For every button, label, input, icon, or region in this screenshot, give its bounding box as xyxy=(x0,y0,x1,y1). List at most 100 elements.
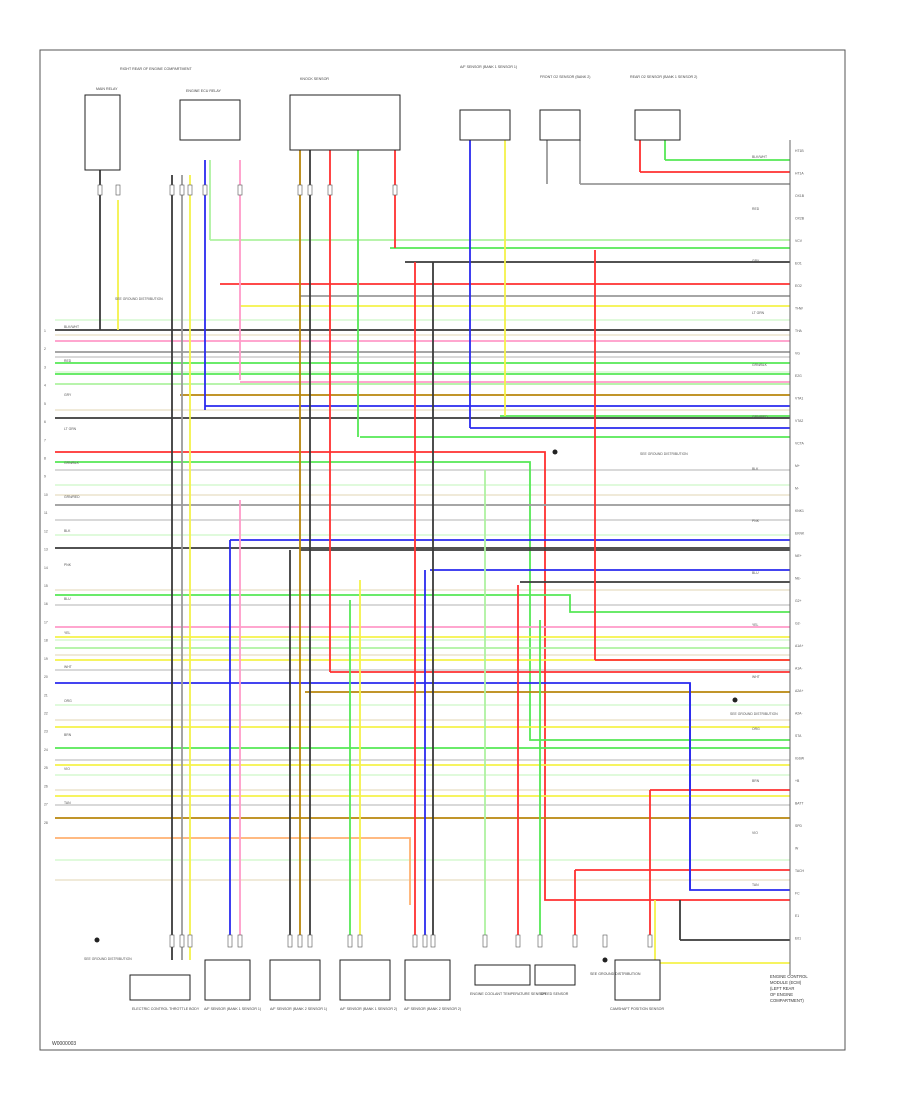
top-component-label: A/F SENSOR (BANK 1 SENSOR 1) xyxy=(460,65,517,69)
top-component-label: RIGHT REAR OF ENGINE COMPARTMENT xyxy=(120,67,192,71)
wire-color-code: PNK xyxy=(752,519,760,523)
diagram-footer-id: W0000003 xyxy=(52,1041,76,1047)
left-terminal-label: 5 xyxy=(44,402,46,406)
wire-color-code: VIO xyxy=(64,767,70,771)
bottom-component-label: CAMSHAFT POSITION SENSOR xyxy=(610,1007,664,1011)
wire-color-code: BLK xyxy=(752,467,759,471)
wire-connector-mark xyxy=(297,934,303,948)
ecm-terminal-label: A2A+ xyxy=(795,689,803,693)
ecm-label-line: COMPARTMENT) xyxy=(770,998,804,1003)
ecm-label-line: ENGINE CONTROL xyxy=(770,974,808,979)
wire-color-code: GRN/RED xyxy=(64,495,80,499)
wire-color-code: PNK xyxy=(64,563,72,567)
left-terminal-label: 14 xyxy=(44,566,48,570)
left-terminal-label: 18 xyxy=(44,639,48,643)
throttle-body-box xyxy=(129,974,191,1001)
bottom-component-label: SPEED SENSOR xyxy=(540,992,569,996)
ecm-terminal-label: G2+ xyxy=(795,599,802,603)
wire-connector-mark xyxy=(357,934,363,948)
left-terminal-label: 17 xyxy=(44,620,48,624)
ecm-terminal-label: HT1A xyxy=(795,172,804,176)
left-terminal-label: 8 xyxy=(44,457,46,461)
wire-color-code: WHT xyxy=(64,665,72,669)
bottom-component-label: A/F SENSOR (BANK 2 SENSOR 2) xyxy=(404,1007,461,1011)
ecm-terminal-label: VCV xyxy=(795,239,803,243)
ecm-terminal-label: VG xyxy=(795,352,800,356)
wire-connector-mark xyxy=(602,934,608,948)
ecm-terminal-label: FC xyxy=(795,892,800,896)
wire-connector-mark xyxy=(227,934,233,948)
wire-connector-mark xyxy=(392,184,398,196)
ecm-terminal-label: E2G xyxy=(795,374,802,378)
left-terminal-label: 2 xyxy=(44,347,46,351)
ground-label: SEE GROUND DISTRIBUTION xyxy=(640,452,688,456)
left-terminal-label: 19 xyxy=(44,657,48,661)
ect-sensor-box xyxy=(474,964,531,986)
ecm-terminal-label: NE- xyxy=(795,577,801,581)
ecm-terminal-label: EO1 xyxy=(795,262,802,266)
ecm-terminal-label: EO2 xyxy=(795,284,802,288)
harness-wire xyxy=(55,461,790,741)
ground-symbol xyxy=(602,957,608,963)
left-terminal-label: 27 xyxy=(44,803,48,807)
left-terminal-label: 26 xyxy=(44,784,48,788)
ecm-terminal-label: E01 xyxy=(795,937,801,941)
bottom-component-label: SEE GROUND DISTRIBUTION xyxy=(590,972,641,976)
wire-color-code: YEL xyxy=(64,631,71,635)
wire-color-code: BLK xyxy=(64,529,71,533)
wire-color-code: GRN/BLK xyxy=(752,363,768,367)
ecm-terminal-label: M+ xyxy=(795,464,800,468)
speed-sensor-box xyxy=(534,964,576,986)
ecm-terminal-label: OX2B xyxy=(795,217,805,221)
harness-wire xyxy=(55,594,790,613)
wire-connector-mark xyxy=(327,184,333,196)
left-terminal-label: 13 xyxy=(44,548,48,552)
ecm-terminal-label: TACH xyxy=(795,869,805,873)
wire-connector-mark xyxy=(537,934,543,948)
wire-color-code: GRY xyxy=(64,393,72,397)
ecm-terminal-label: VCTA xyxy=(795,442,805,446)
ecm-terminal-label: G2- xyxy=(795,622,801,626)
wire-color-code: TAN xyxy=(752,883,759,887)
ecu-relay-box xyxy=(179,99,241,141)
ecm-terminal-label: A1A- xyxy=(795,667,803,671)
left-terminal-label: 1 xyxy=(44,329,46,333)
wire-color-code: BLK/WHT xyxy=(64,325,79,329)
wire-connector-mark xyxy=(187,934,193,948)
left-terminal-label: 21 xyxy=(44,693,48,697)
wire-color-code: BLU xyxy=(752,571,759,575)
wire-color-code: TAN xyxy=(64,801,71,805)
bottom-component-label: ELECTRIC CONTROL THROTTLE BODY xyxy=(132,1007,200,1011)
wire-color-code: LT GRN xyxy=(64,427,77,431)
ground-label: SEE GROUND DISTRIBUTION xyxy=(84,957,132,961)
wire-connector-mark xyxy=(422,934,428,948)
top-component-label: KNOCK SENSOR xyxy=(300,77,329,81)
ecm-terminal-label: +B xyxy=(795,779,800,783)
wire-connector-mark xyxy=(515,934,521,948)
bottom-component-label: A/F SENSOR (BANK 1 SENSOR 2) xyxy=(340,1007,397,1011)
left-terminal-label: 9 xyxy=(44,475,46,479)
ecm-terminal-label: VTA1 xyxy=(795,397,803,401)
wire-connector-mark xyxy=(307,934,313,948)
harness-wire xyxy=(55,837,411,905)
wire-color-code: RED xyxy=(64,359,72,363)
left-terminal-label: 22 xyxy=(44,712,48,716)
left-terminal-label: 11 xyxy=(44,511,48,515)
ground-symbol xyxy=(732,697,738,703)
wire-connector-mark xyxy=(115,184,121,196)
wire-color-code: ORG xyxy=(64,699,72,703)
ecm-terminal-label: A2A- xyxy=(795,712,803,716)
harness-wire xyxy=(55,451,790,901)
wire-connector-mark xyxy=(179,184,185,196)
wire-connector-mark xyxy=(179,934,185,948)
left-terminal-label: 25 xyxy=(44,766,48,770)
left-terminal-label: 20 xyxy=(44,675,48,679)
wire-color-code: BLU xyxy=(64,597,71,601)
wire-color-code: RED xyxy=(752,207,760,211)
wire-connector-mark xyxy=(237,184,243,196)
left-terminal-label: 4 xyxy=(44,384,46,388)
ecm-terminal-label: OX1B xyxy=(795,194,805,198)
ecm-terminal-label: EKNK xyxy=(795,532,805,536)
o2-sensor-bank2-box xyxy=(539,109,581,141)
ecm-terminal-label: VTA2 xyxy=(795,419,803,423)
